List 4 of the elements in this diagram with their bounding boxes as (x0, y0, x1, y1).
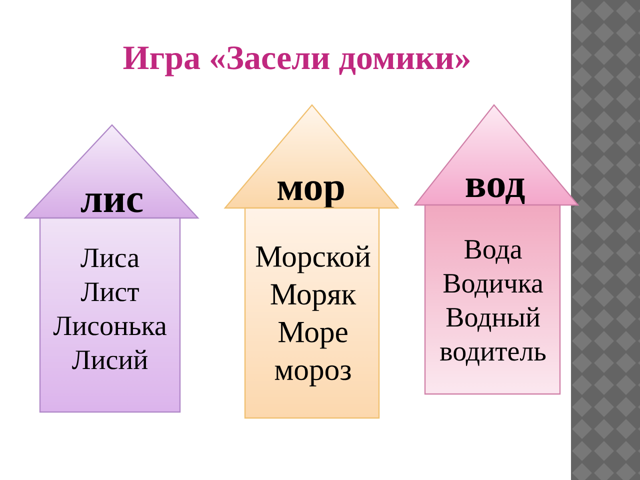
house-body: Вода Водичка Водный водитель (424, 204, 561, 395)
house-body: Лиса Лист Лисонька Лисий (39, 217, 181, 413)
title: Игра «Засели домики» (123, 46, 470, 76)
house-body: Морской Моряк Море мороз (244, 207, 380, 419)
